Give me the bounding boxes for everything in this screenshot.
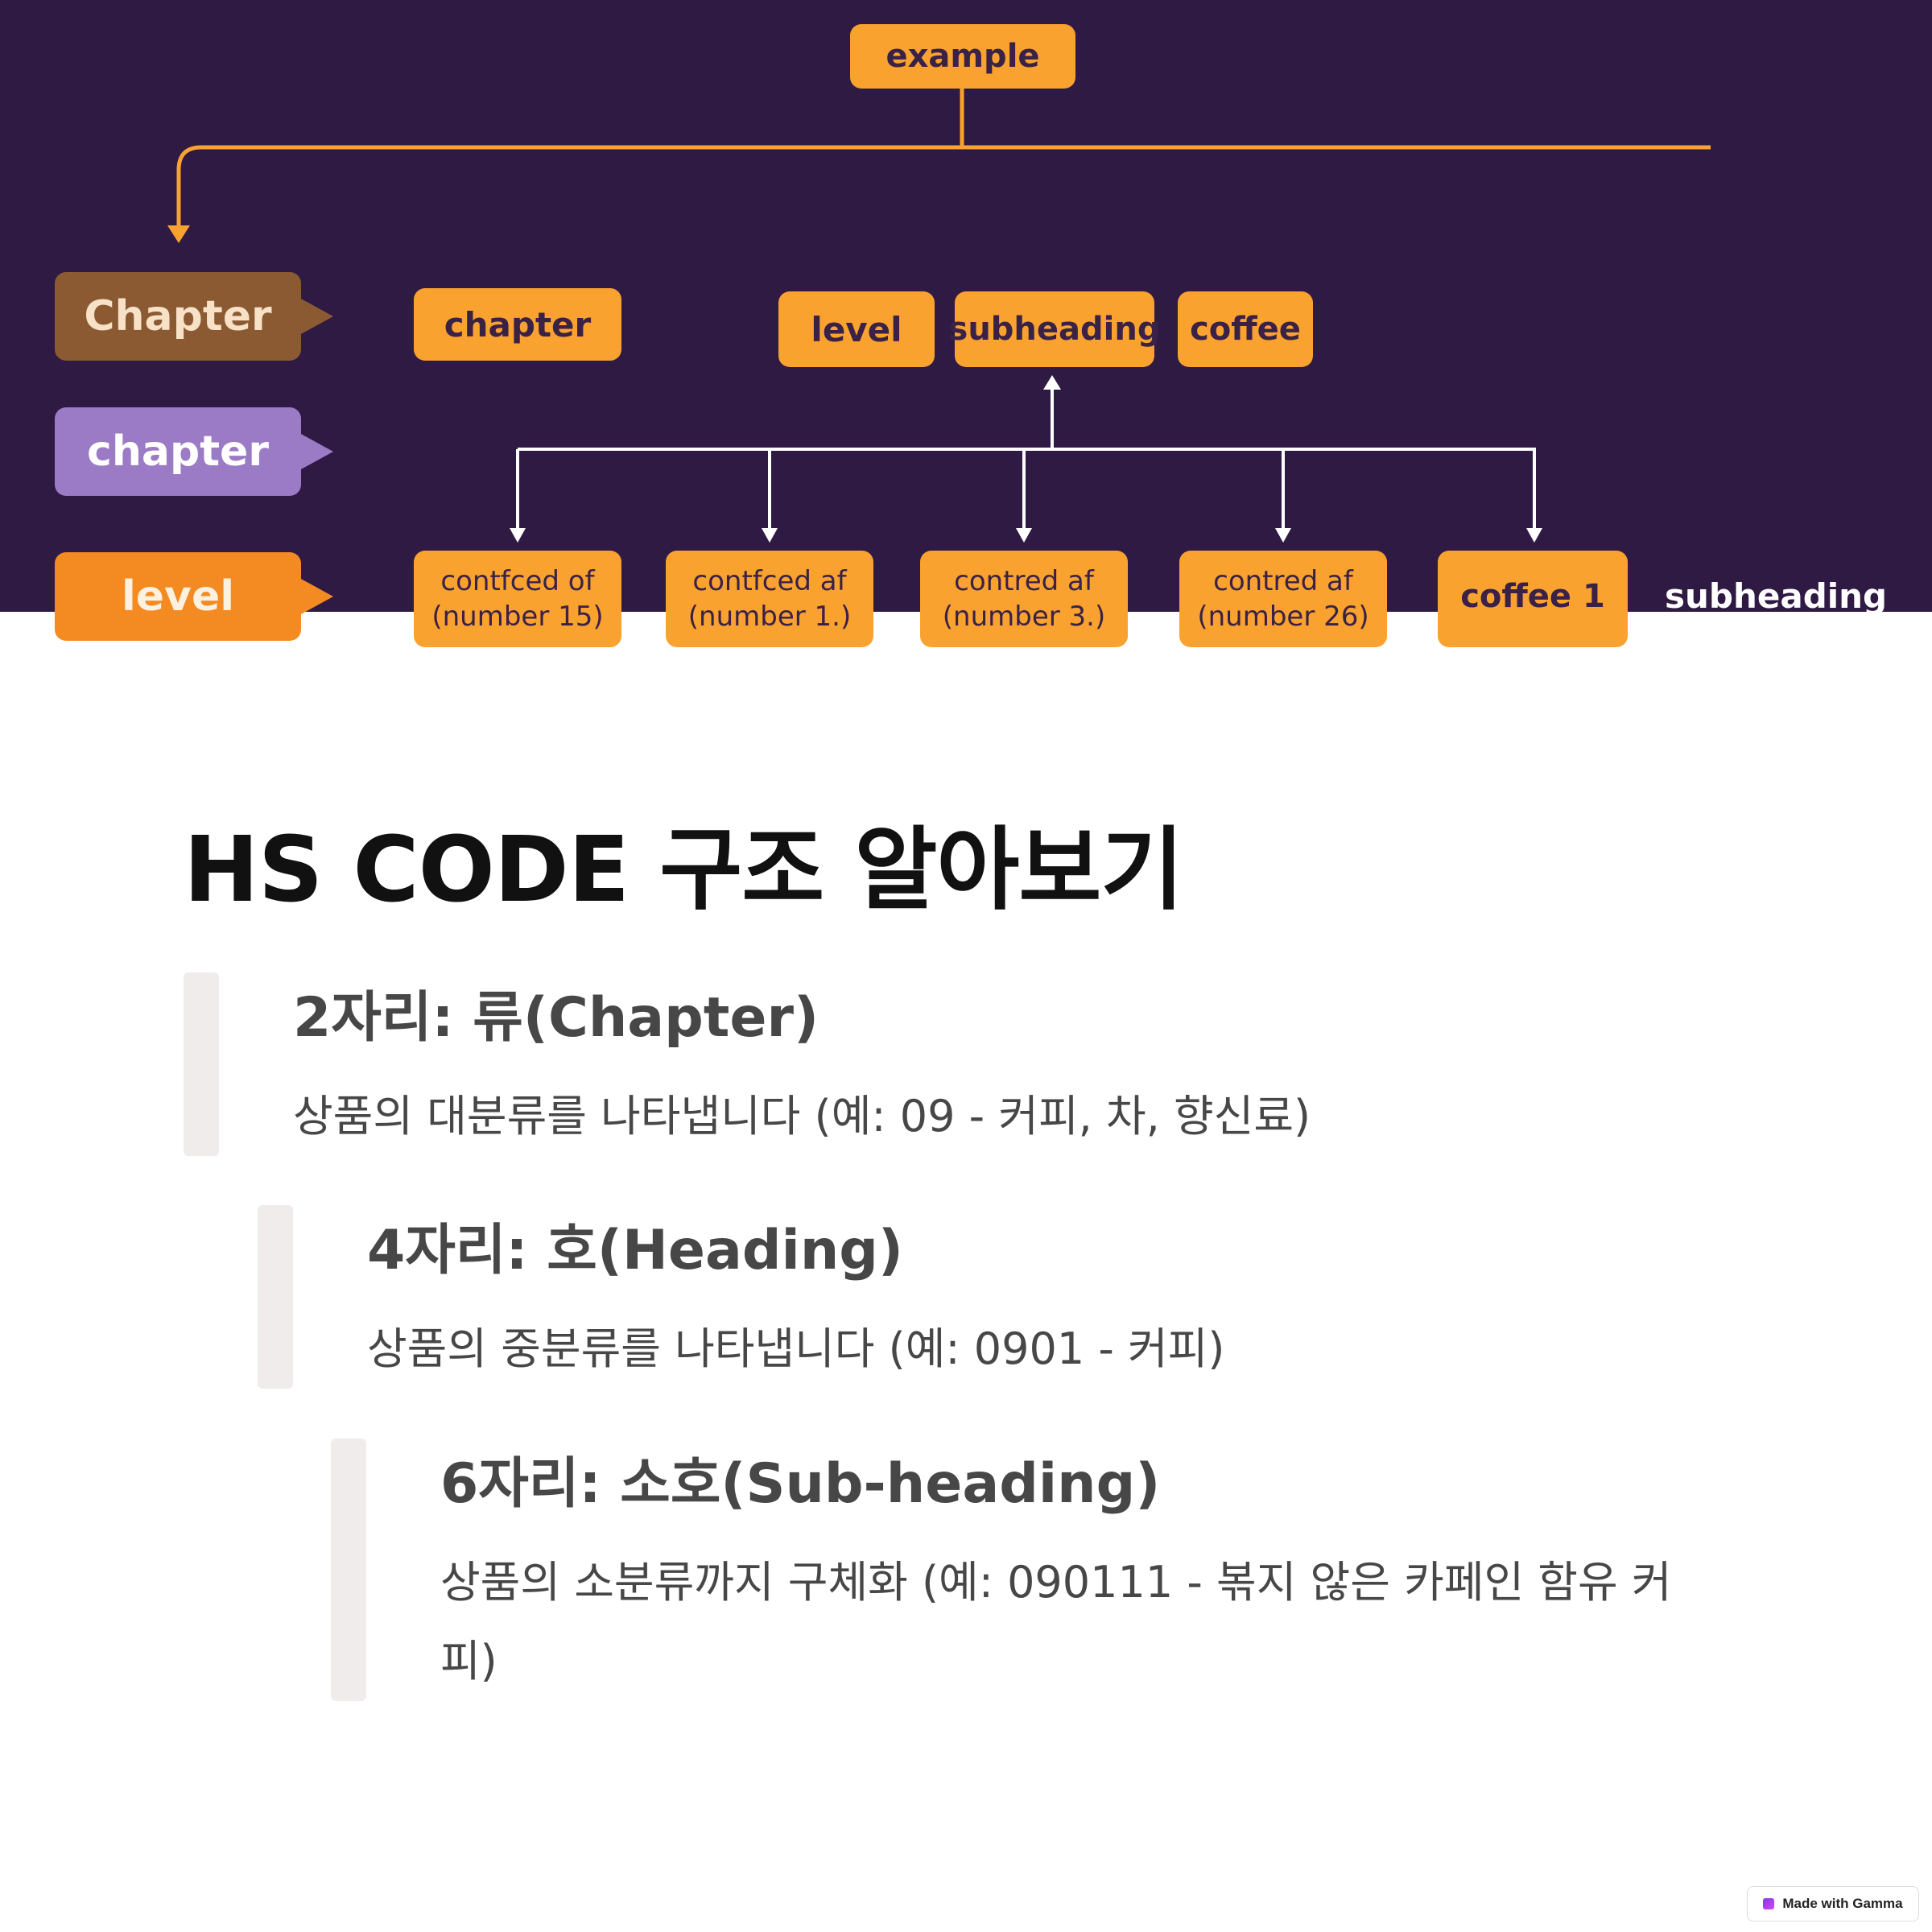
hs-item-heading: 4자리: 호(Heading) 상품의 중분류를 나타냅니다 (예: 0901 … — [258, 1205, 1715, 1390]
item-heading: 4자리: 호(Heading) — [367, 1219, 904, 1282]
node-coffee: coffee — [1178, 291, 1313, 367]
indent-bar — [258, 1205, 293, 1389]
side-label-level: level — [55, 552, 301, 641]
gamma-logo-icon — [1763, 1898, 1775, 1909]
node-level: level — [778, 291, 935, 367]
node-contained-3: contred af (number 3.) — [920, 551, 1128, 647]
indent-bar — [331, 1439, 366, 1701]
side-label-chapter-lower: chapter — [55, 407, 301, 496]
node-chapter: chapter — [414, 288, 621, 361]
item-heading: 2자리: 류(Chapter) — [293, 986, 819, 1050]
node-contained-1: contfced of (number 15) — [414, 551, 621, 647]
made-with-gamma-badge[interactable]: Made with Gamma — [1747, 1886, 1919, 1922]
diagram-banner: example Chapter chapter level chapter le… — [0, 0, 1932, 647]
hs-item-subheading: 6자리: 소호(Sub-heading) 상품의 소분류까지 구체화 (예: 0… — [331, 1439, 1715, 1704]
node-subheading: subheading — [949, 291, 1160, 367]
item-description: 상품의 대분류를 나타냅니다 (예: 09 - 커피, 차, 향신료) — [293, 1091, 1311, 1141]
node-contained-4: contred af (number 26) — [1179, 551, 1387, 647]
caption-subheading: subheading — [1665, 576, 1888, 616]
item-description: 상품의 중분류를 나타냅니다 (예: 0901 - 커피) — [367, 1323, 1225, 1374]
badge-label: Made with Gamma — [1782, 1896, 1903, 1911]
root-node: example — [850, 24, 1075, 89]
connector-lines — [167, 89, 1711, 615]
side-label-chapter: Chapter — [55, 272, 301, 361]
item-description: 상품의 소분류까지 구체화 (예: 090111 - 볶지 않은 카페인 함유 … — [440, 1557, 1672, 1686]
page-title: HS CODE 구조 알아보기 — [184, 818, 1183, 923]
hs-item-chapter: 2자리: 류(Chapter) 상품의 대분류를 나타냅니다 (예: 09 - … — [184, 972, 1713, 1158]
node-coffee-1: coffee 1 — [1438, 551, 1628, 647]
item-heading: 6자리: 소호(Sub-heading) — [440, 1452, 1161, 1516]
node-contained-2: contfced af (number 1.) — [666, 551, 873, 647]
indent-bar — [184, 972, 219, 1156]
